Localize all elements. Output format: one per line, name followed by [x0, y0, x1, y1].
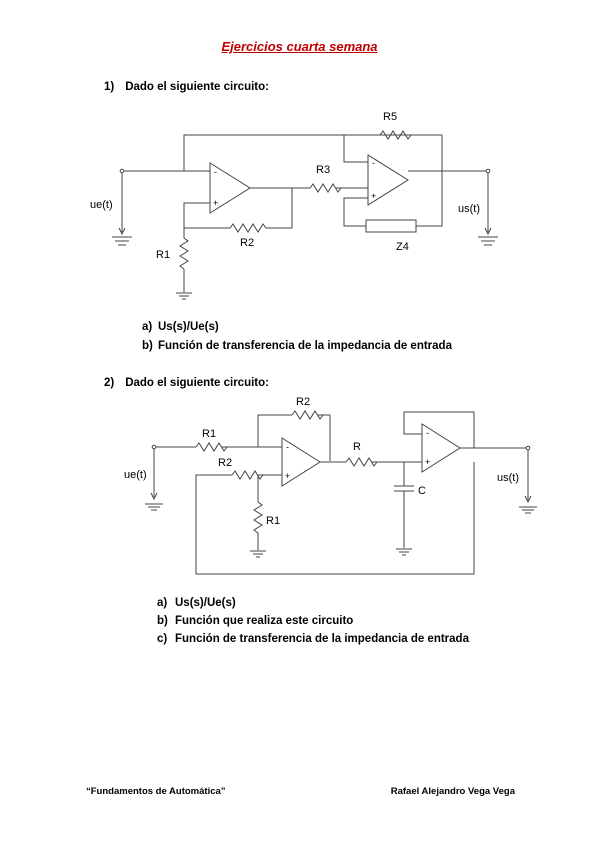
ground-icon: [250, 550, 266, 558]
r5-label: R5: [383, 111, 397, 123]
input-label-2: ue(t): [124, 469, 147, 481]
exercise-1-text: Dado el siguiente circuito:: [125, 81, 269, 93]
svg-text:+: +: [425, 457, 430, 467]
bottom-feedback-wire: [195, 462, 475, 575]
svg-text:-: -: [286, 442, 289, 452]
page-title: Ejercicios cuarta semana: [221, 39, 378, 54]
capacitor-c: [394, 485, 414, 492]
input-terminal-2: [151, 444, 157, 450]
feedback-wire-1: [183, 134, 443, 171]
resistor-r3: [309, 183, 342, 193]
r1-bottom-label: R1: [266, 515, 280, 527]
resistor-r2-bottom: [231, 470, 264, 480]
resistor-r1: [179, 237, 189, 270]
op-amp-1: [209, 162, 251, 214]
output-label-1: us(t): [458, 203, 480, 215]
ground-icon: [145, 503, 163, 511]
resistor-r2-top: [291, 410, 324, 420]
ground-icon: [396, 548, 412, 556]
r2-top-label: R2: [296, 396, 310, 408]
r-label: R: [353, 441, 361, 453]
output-label-2: us(t): [497, 472, 519, 484]
r2-label: R2: [240, 237, 254, 249]
ground-icon: [112, 236, 132, 246]
ground-icon: [478, 236, 498, 246]
svg-text:-: -: [214, 167, 217, 177]
exercise-2-question-b: b)Función que realiza este circuito: [157, 615, 354, 627]
exercise-1-question-b: b)Función de transferencia de la impedan…: [142, 340, 452, 352]
exercise-2-text: Dado el siguiente circuito:: [125, 377, 269, 389]
ground-icon: [519, 506, 537, 514]
op-amp-4: [421, 423, 461, 473]
input-terminal-1: [119, 168, 125, 174]
impedance-z4: [365, 219, 417, 233]
exercise-2-question-c: c)Función de transferencia de la impedan…: [157, 633, 469, 645]
r2-bottom-label: R2: [218, 457, 232, 469]
svg-text:+: +: [371, 191, 376, 201]
z4-label: Z4: [396, 241, 409, 253]
exercise-1-heading: 1) Dado el siguiente circuito:: [104, 81, 269, 93]
input-label-1: ue(t): [90, 199, 113, 211]
circuit-1: ue(t) - + R2 R1 R3: [90, 111, 498, 300]
svg-text:+: +: [285, 471, 290, 481]
resistor-r2: [229, 223, 267, 233]
svg-text:-: -: [426, 428, 429, 438]
output-terminal-1: [485, 168, 491, 174]
exercise-2-heading: 2) Dado el siguiente circuito:: [104, 377, 269, 389]
footer-course: “Fundamentos de Automática”: [86, 786, 226, 797]
c-label: C: [418, 485, 426, 497]
exercise-2-number: 2): [104, 377, 115, 389]
exercise-1-number: 1): [104, 81, 115, 93]
op-amp-3: [281, 437, 321, 487]
circuit-2: ue(t) R1 R2 - + R2 R1: [124, 396, 537, 575]
resistor-r1-top: [195, 442, 228, 452]
svg-text:-: -: [372, 158, 375, 168]
svg-text:+: +: [213, 198, 218, 208]
resistor-r: [345, 457, 378, 467]
footer-author: Rafael Alejandro Vega Vega: [390, 786, 515, 797]
r1-top-label: R1: [202, 428, 216, 440]
exercise-2-question-a: a)Us(s)/Ue(s): [157, 597, 236, 609]
resistor-r1-bottom: [253, 501, 263, 534]
exercise-1-question-a: a)Us(s)/Ue(s): [142, 321, 219, 333]
output-terminal-2: [525, 445, 531, 451]
op-amp-2: [367, 154, 409, 206]
resistor-r5: [379, 130, 412, 140]
r1-label: R1: [156, 249, 170, 261]
ground-icon: [176, 292, 192, 300]
r3-label: R3: [316, 164, 330, 176]
